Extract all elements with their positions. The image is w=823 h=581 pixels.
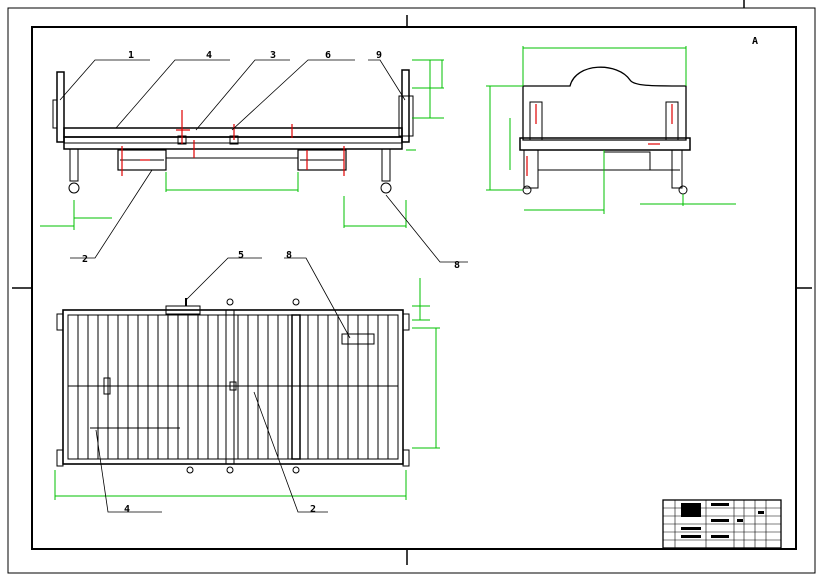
part-label-3: 3 [270,50,276,61]
inner-border [31,26,797,550]
centering-marks [12,0,812,565]
front-view [40,59,468,263]
part-label-4-bottom: 4 [124,504,130,515]
part-label-1: 1 [128,50,134,61]
plan-view [54,257,440,513]
part-label-4-top: 4 [206,50,212,61]
part-label-2-side: 2 [82,254,88,265]
part-label-8: 8 [454,260,460,271]
view-label: A [752,36,758,47]
side-view [486,46,736,214]
part-label-5: 5 [238,250,244,261]
part-label-9: 9 [376,50,382,61]
outer-border [7,7,816,574]
part-label-8-plan: 8 [286,250,292,261]
part-labels: 1 4 3 6 9 2 8 5 8 4 2 [82,50,460,515]
part-label-2-bottom: 2 [310,504,316,515]
title-block [662,499,782,549]
part-label-6: 6 [325,50,331,61]
